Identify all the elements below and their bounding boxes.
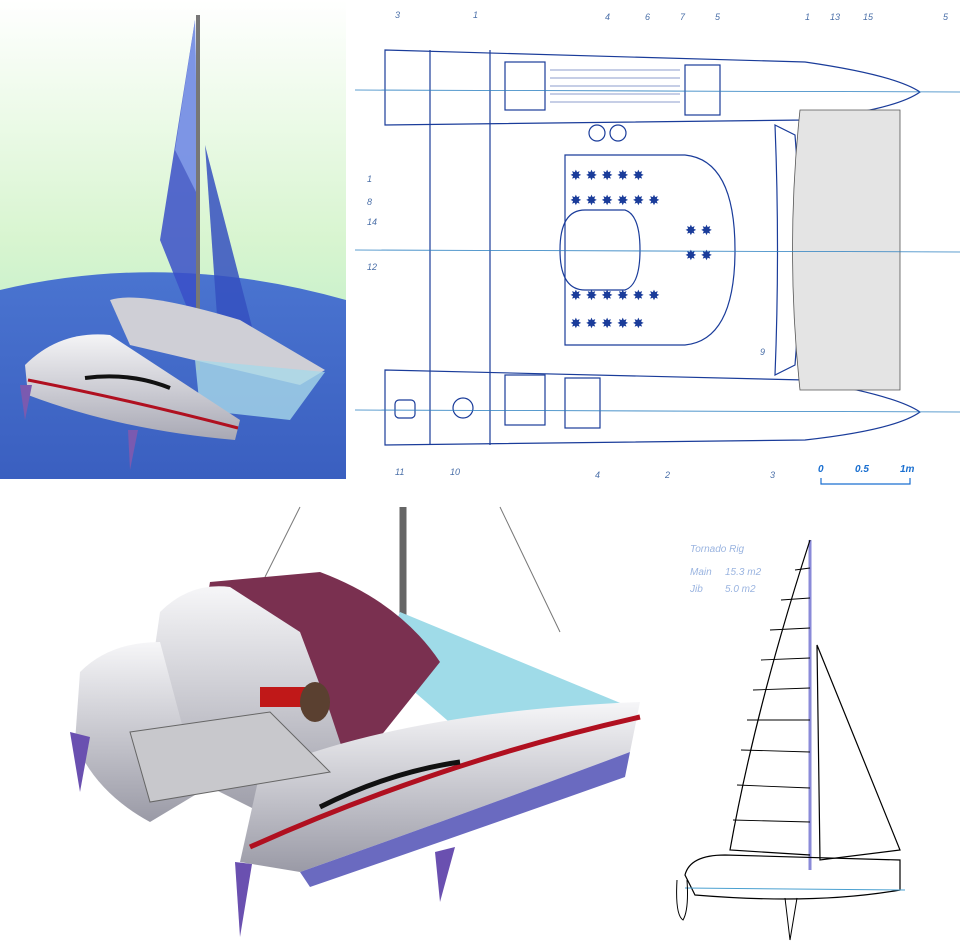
callout-bottom: 2 <box>664 470 670 480</box>
svg-text:✸ ✸ ✸ ✸ ✸: ✸ ✸ ✸ ✸ ✸ <box>570 315 644 331</box>
svg-text:0: 0 <box>818 464 824 475</box>
jib-label: Jib <box>689 584 703 595</box>
sail-plan-drawing: Tornado Rig Main 15.3 m2 Jib 5.0 m2 <box>665 530 960 952</box>
jib-area: 5.0 m2 <box>725 584 756 595</box>
callout-bottom: 3 <box>770 470 775 480</box>
callout-bottom: 4 <box>595 470 600 480</box>
scale-bar: 0 0.5 1m <box>818 464 915 485</box>
callout-bottom: 10 <box>450 467 460 477</box>
callout-top: 5 <box>943 12 949 22</box>
svg-text:✸ ✸ ✸ ✸ ✸: ✸ ✸ ✸ ✸ ✸ <box>570 167 644 183</box>
callout-top: 5 <box>715 12 721 22</box>
svg-text:✸ ✸ ✸ ✸ ✸ ✸: ✸ ✸ ✸ ✸ ✸ ✸ <box>570 287 660 303</box>
callout-bottom: 11 <box>395 467 404 477</box>
main-label: Main <box>690 567 712 578</box>
callout-top: 7 <box>680 12 686 22</box>
callout-top: 1 <box>473 10 478 20</box>
callout-left: 1 <box>367 174 372 184</box>
callout-left: 8 <box>367 197 372 207</box>
catamaran-cabin-render <box>0 492 665 952</box>
callout-top: 6 <box>645 12 650 22</box>
rig-title: Tornado Rig <box>690 544 745 555</box>
svg-text:0.5: 0.5 <box>855 464 869 475</box>
callout-left: 12 <box>367 262 377 272</box>
svg-text:✸ ✸: ✸ ✸ <box>685 222 713 238</box>
callout-top: 15 <box>863 12 874 22</box>
svg-text:1m: 1m <box>900 464 915 475</box>
main-area: 15.3 m2 <box>725 567 762 578</box>
callout-top: 4 <box>605 12 610 22</box>
deck-plan-drawing: ✸ ✸ ✸ ✸ ✸ ✸ ✸ ✸ ✸ ✸ ✸ ✸ ✸ ✸ ✸ ✸ ✸ ✸ ✸ ✸ … <box>355 0 960 492</box>
callout-top: 3 <box>395 10 400 20</box>
svg-text:✸ ✸ ✸ ✸ ✸ ✸: ✸ ✸ ✸ ✸ ✸ ✸ <box>570 192 660 208</box>
catamaran-sailing-render <box>0 0 346 479</box>
svg-text:✸ ✸: ✸ ✸ <box>685 247 713 263</box>
callout-top: 13 <box>830 12 840 22</box>
callout-left: 14 <box>367 217 377 227</box>
rig-specs: Tornado Rig Main 15.3 m2 Jib 5.0 m2 <box>689 544 762 595</box>
callout-right: 9 <box>760 347 765 357</box>
callout-top: 1 <box>805 12 810 22</box>
